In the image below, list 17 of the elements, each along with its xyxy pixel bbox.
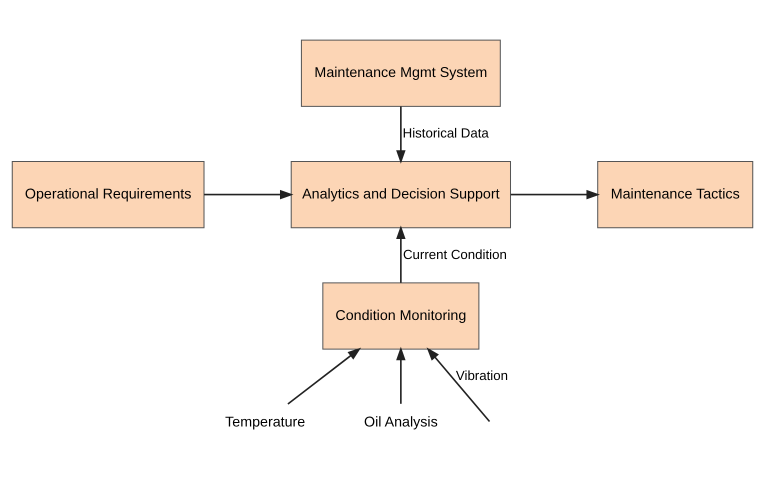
- edge-label: Vibration: [456, 368, 508, 383]
- node-text: Oil Analysis: [364, 414, 438, 430]
- node-box: Analytics and Decision Support: [290, 160, 512, 228]
- node-box: Operational Requirements: [12, 160, 205, 228]
- arrow: [204, 189, 294, 199]
- arrow: [396, 346, 406, 404]
- arrow: [510, 189, 600, 199]
- node-box: Maintenance Tactics: [597, 160, 754, 228]
- arrow: [426, 346, 490, 422]
- node-box: Condition Monitoring: [322, 282, 480, 350]
- node-box: Maintenance Mgmt System: [300, 39, 501, 106]
- edge-label: Current Condition: [402, 246, 507, 262]
- arrow: [396, 106, 406, 164]
- arrow: [287, 347, 362, 404]
- arrow: [396, 224, 406, 282]
- node-text: Temperature: [225, 414, 306, 430]
- edge-label: Historical Data: [402, 124, 489, 140]
